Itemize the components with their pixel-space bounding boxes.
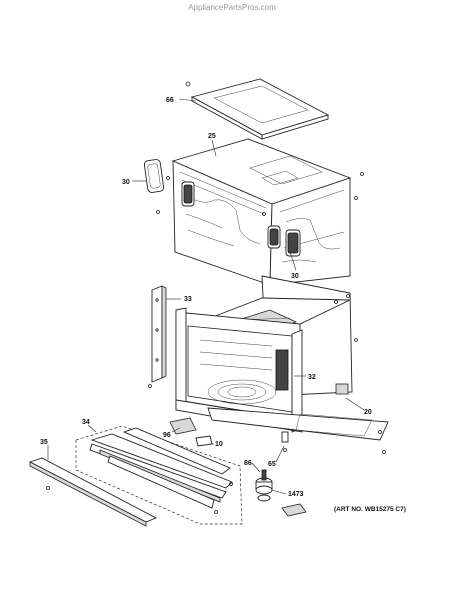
callout-25: 25 <box>208 133 216 140</box>
gasket-left <box>143 159 165 193</box>
trim-kit-group <box>75 425 243 525</box>
outer-cabinet <box>156 138 364 286</box>
gasket-right <box>267 225 301 257</box>
clip-10 <box>195 435 213 447</box>
callout-65: 65 <box>268 461 276 468</box>
callout-labels: 66 25 30 30 33 32 20 34 96 10 35 86 65 1… <box>40 97 372 498</box>
top-panel <box>185 78 330 140</box>
leader-lines <box>47 98 365 495</box>
callout-34: 34 <box>82 419 90 426</box>
callout-1473: 1473 <box>288 491 304 498</box>
callout-32: 32 <box>308 374 316 381</box>
coupler-1473 <box>257 494 307 517</box>
callout-10: 10 <box>215 441 223 448</box>
filter-96 <box>169 417 197 435</box>
callout-35: 35 <box>40 439 48 446</box>
screw-65 <box>281 431 289 452</box>
oven-liner <box>175 275 358 421</box>
callout-33: 33 <box>184 296 192 303</box>
callout-30-right: 30 <box>291 273 299 280</box>
art-number: (ART NO. WB15275 C7) <box>334 506 406 513</box>
gasket-left-mounted <box>181 181 195 207</box>
callout-86: 86 <box>244 460 252 467</box>
stirrer-motor <box>255 469 273 495</box>
callout-30-left: 30 <box>122 179 130 186</box>
site-watermark: AppliancePartsPros.com <box>188 3 276 12</box>
callout-66: 66 <box>166 97 174 104</box>
callout-96: 96 <box>163 432 171 439</box>
bottom-trim <box>28 457 158 527</box>
front-frame <box>175 307 389 441</box>
side-trim <box>148 285 167 388</box>
callout-20: 20 <box>364 409 372 416</box>
